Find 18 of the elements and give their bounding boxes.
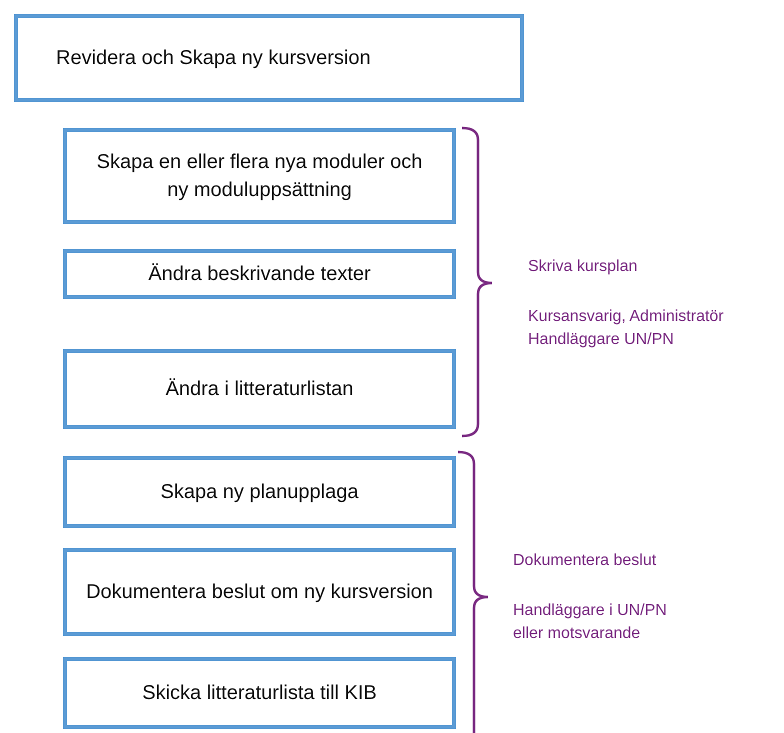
step-text: Dokumentera beslut om ny kursversion: [86, 580, 433, 605]
phase-title: Dokumentera beslut: [513, 551, 658, 571]
role-text: Handläggare i UN/PN eller motsvarande: [513, 601, 668, 644]
process-box: [63, 456, 456, 528]
process-box: [63, 128, 456, 224]
step-text: Skapa ny planupplaga: [160, 480, 358, 505]
step-text: Skapa en eller flera nya moduler och ny moduluppsättning: [96, 150, 424, 203]
process-box: [14, 14, 524, 102]
process-box: [63, 548, 456, 636]
step-text: Ändra i litteraturlistan: [166, 377, 354, 402]
step-text: Skicka litteraturlista till KIB: [142, 681, 377, 706]
step-text: Ändra beskrivande texter: [148, 262, 371, 287]
process-box: [63, 249, 456, 299]
heading-text: Revidera och Skapa ny kursversion: [56, 46, 371, 71]
phase-title: Skriva kursplan: [528, 257, 638, 277]
process-box: [63, 349, 456, 429]
role-text: Kursansvarig, Administratör Handläggare UN/PN: [528, 307, 725, 350]
process-box: [63, 657, 456, 729]
